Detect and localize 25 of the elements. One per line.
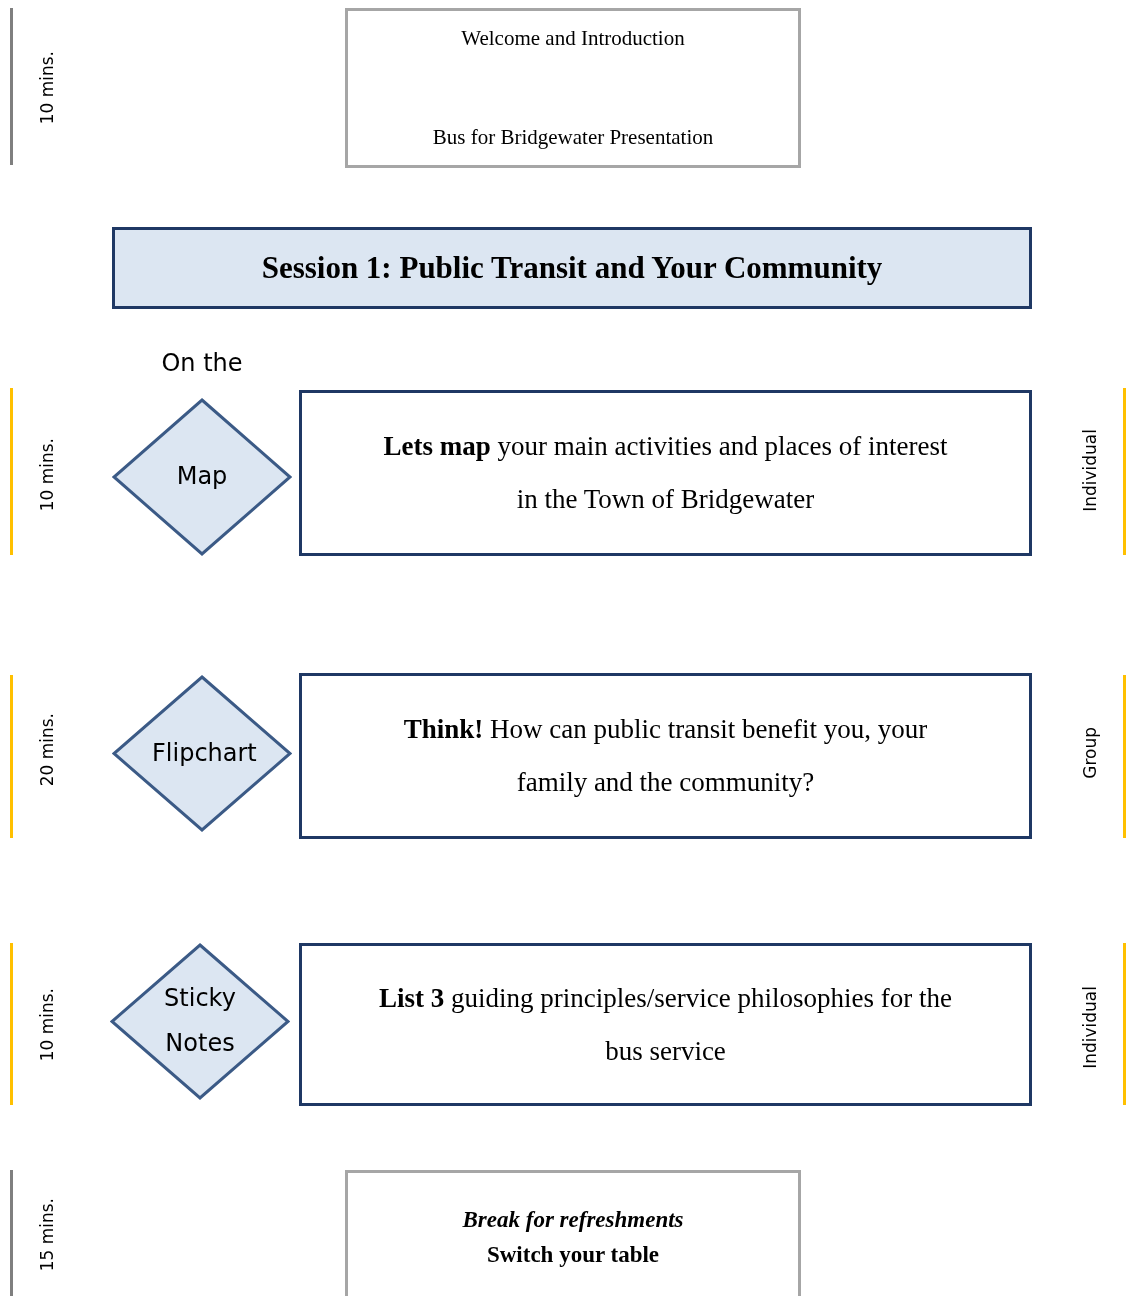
box-text: Lets map your main activities and places of interest in the Town of Bridgewater	[382, 430, 949, 516]
diamond-text: Sticky Notes	[163, 982, 237, 1060]
box-text: Session 1: Public Transit and Your Community	[261, 248, 883, 287]
diamond-text: Map	[175, 461, 229, 493]
duration-label: 10 mins.	[37, 988, 57, 1062]
step-box	[345, 8, 801, 168]
activity-type-label: Group	[1080, 727, 1100, 779]
box-text: Think! How can public transit benefit you, your family and the community?	[402, 713, 929, 799]
activity-box	[299, 673, 1032, 839]
activity-box	[299, 390, 1032, 556]
diamond-heading: On the	[160, 349, 244, 377]
activity-type-label: Individual	[1080, 428, 1100, 512]
duration-label: 20 mins.	[37, 713, 57, 787]
duration-label: 15 mins.	[37, 1198, 57, 1272]
box-text: List 3 guiding principles/service philosophies for the bus service	[378, 981, 953, 1068]
box-text: Switch your table	[486, 1240, 660, 1269]
activity-box	[299, 943, 1032, 1106]
step-box	[345, 1170, 801, 1296]
box-text: Welcome and Introduction	[461, 25, 685, 53]
duration-label: 10 mins.	[37, 438, 57, 512]
box-text: Bus for Bridgewater Presentation	[432, 124, 714, 151]
session-banner	[112, 227, 1032, 309]
activity-type-label: Individual	[1080, 985, 1100, 1069]
duration-label: 10 mins.	[37, 51, 57, 125]
box-text: Break for refreshments	[462, 1206, 684, 1234]
